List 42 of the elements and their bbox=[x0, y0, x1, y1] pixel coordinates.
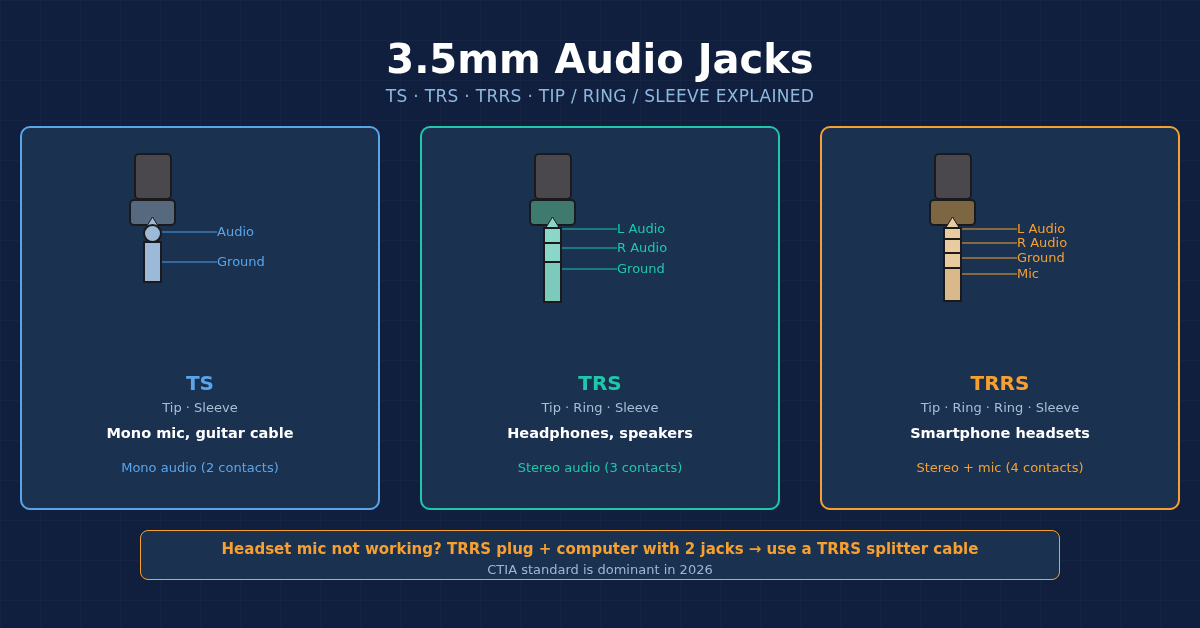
leader-line bbox=[961, 228, 1018, 230]
tip-banner bbox=[140, 530, 1060, 580]
page-subtitle: TS · TRS · TRRS · TIP / RING / SLEEVE EXPLAINED bbox=[385, 86, 815, 106]
plug-sleeve-contact bbox=[143, 241, 162, 283]
plug-type-card bbox=[20, 126, 380, 510]
leader-line bbox=[961, 273, 1018, 275]
use-case-text: Headphones, speakers bbox=[507, 424, 693, 442]
contact-label: R Audio bbox=[617, 240, 668, 256]
leader-line bbox=[161, 261, 218, 263]
plug-type-heading: TS bbox=[186, 371, 214, 395]
leader-line bbox=[561, 268, 618, 270]
page-title: 3.5mm Audio Jacks bbox=[386, 35, 814, 84]
tip-headline: Headset mic not working? TRRS plug + computer with 2 jacks → use a TRRS splitter cable bbox=[221, 540, 979, 558]
contact-label: R Audio bbox=[1017, 235, 1068, 251]
plug-type-heading: TRRS bbox=[970, 371, 1030, 395]
contact-label: Audio bbox=[217, 224, 254, 240]
plug-sleeve-contact bbox=[543, 261, 562, 303]
use-case-text: Smartphone headsets bbox=[910, 424, 1090, 442]
contact-list: Tip · Ring · Ring · Sleeve bbox=[920, 400, 1080, 416]
contact-count-text: Mono audio (2 contacts) bbox=[121, 460, 279, 476]
contact-label: Ground bbox=[617, 261, 665, 277]
plug-sleeve-contact bbox=[943, 267, 962, 302]
leader-line bbox=[561, 228, 618, 230]
plug-type-heading: TRS bbox=[578, 371, 622, 395]
plug-type-card bbox=[820, 126, 1180, 510]
plug-ring-contact bbox=[543, 242, 562, 263]
contact-count-text: Stereo + mic (4 contacts) bbox=[916, 460, 1084, 476]
leader-line bbox=[961, 257, 1018, 259]
contact-label: Mic bbox=[1017, 266, 1039, 282]
contact-label: Ground bbox=[217, 254, 265, 270]
leader-line bbox=[161, 231, 218, 233]
contact-label: Ground bbox=[1017, 250, 1065, 266]
plug-type-card bbox=[420, 126, 780, 510]
contact-list: Tip · Sleeve bbox=[162, 400, 238, 416]
note-text: CTIA standard is dominant in 2026 bbox=[487, 562, 713, 578]
use-case-text: Mono mic, guitar cable bbox=[106, 424, 294, 442]
contact-label: L Audio bbox=[617, 221, 666, 237]
leader-line bbox=[961, 242, 1018, 244]
leader-line bbox=[561, 247, 618, 249]
contact-list: Tip · Ring · Sleeve bbox=[541, 400, 659, 416]
contact-count-text: Stereo audio (3 contacts) bbox=[517, 460, 683, 476]
contact-label: L Audio bbox=[1017, 221, 1066, 237]
